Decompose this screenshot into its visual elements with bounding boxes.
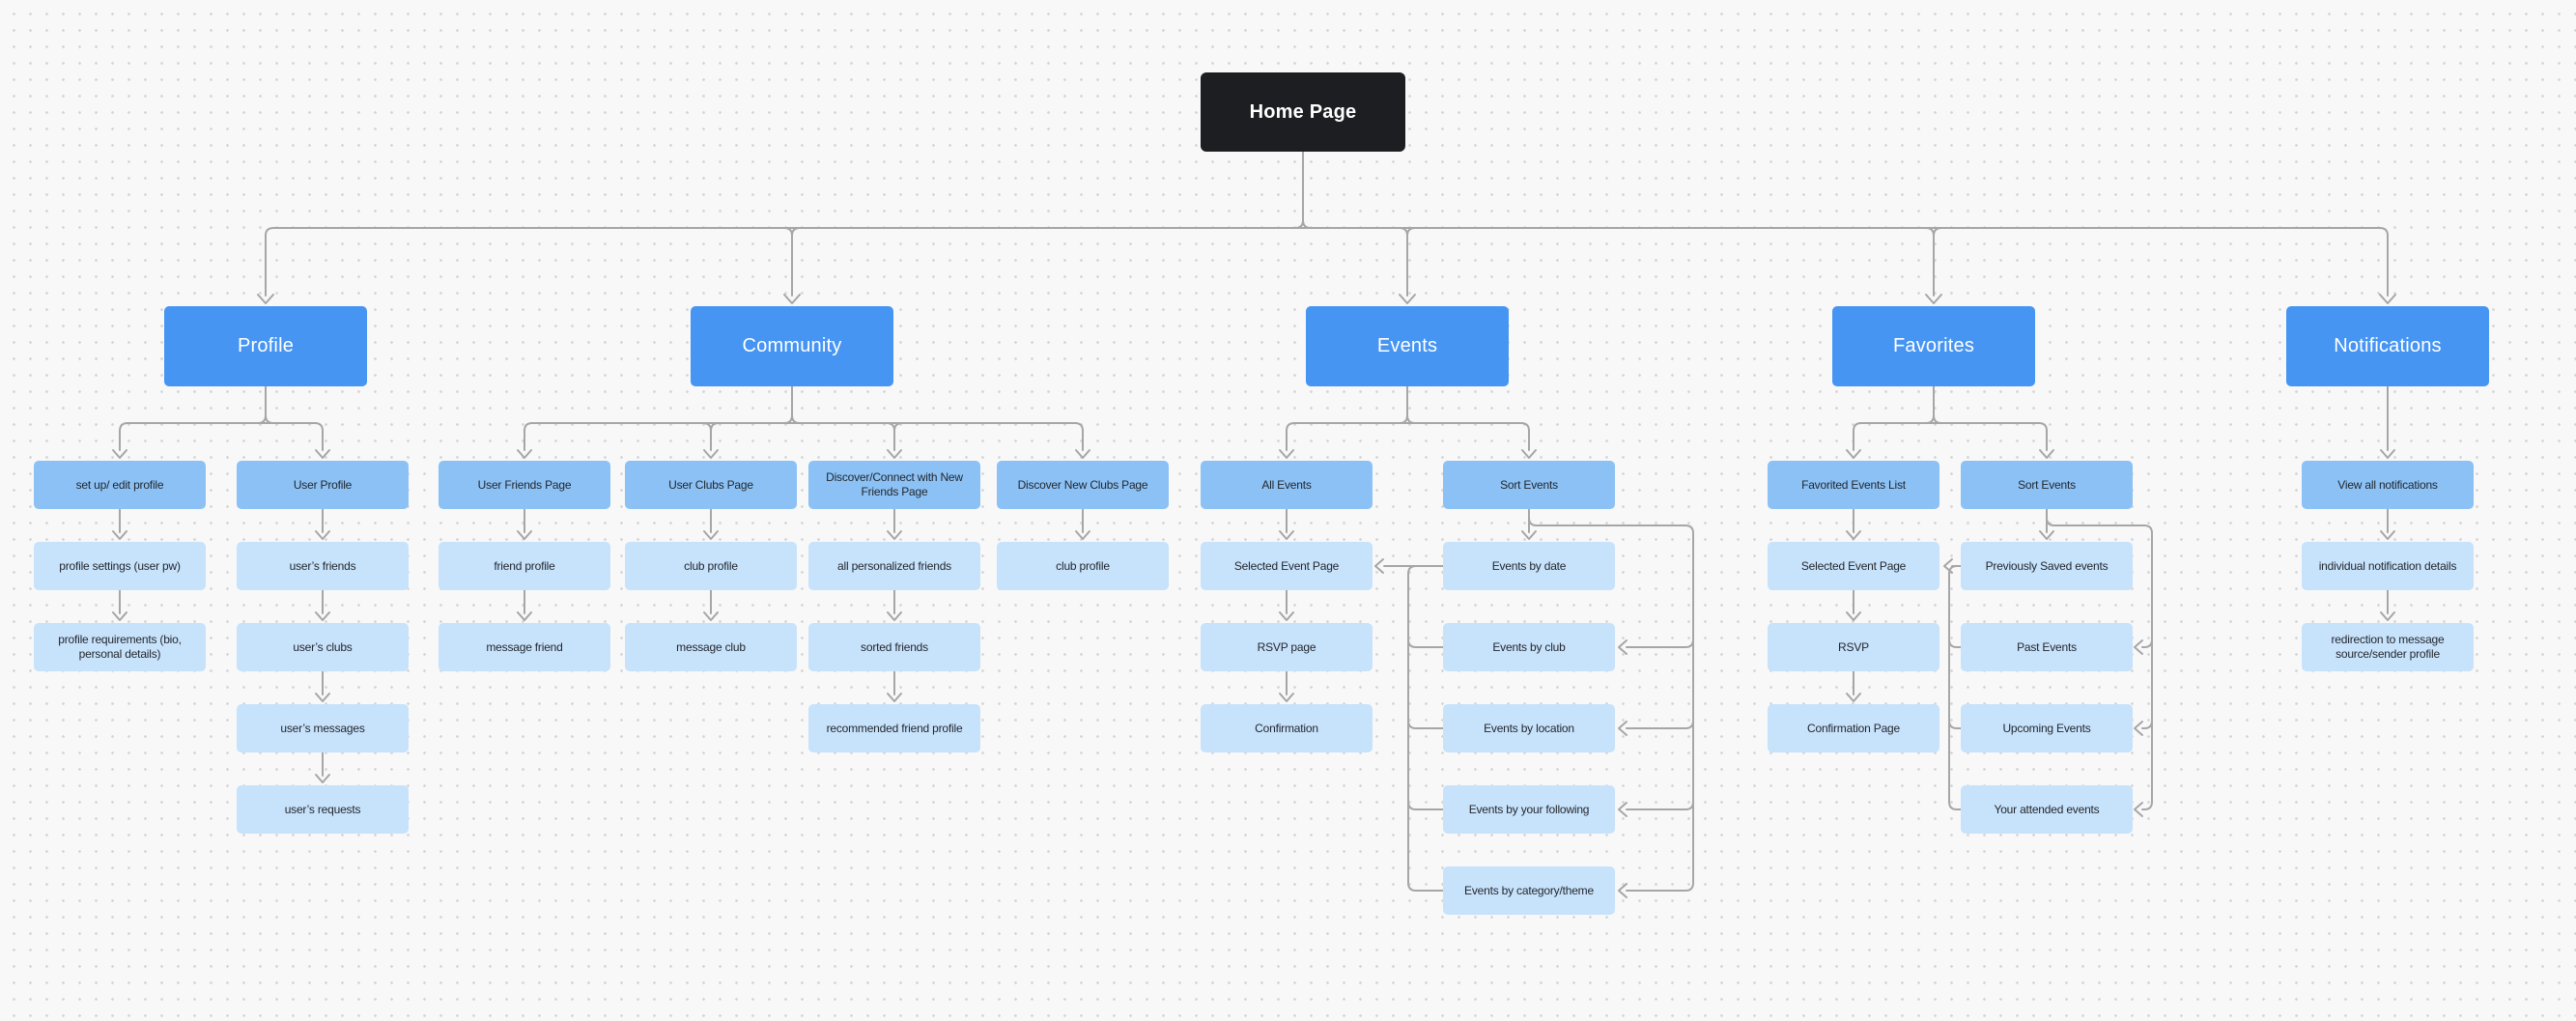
node-profile-requirements[interactable]: profile requirements (bio, personal deta… (34, 623, 206, 671)
node-selected-event-page[interactable]: Selected Event Page (1201, 542, 1373, 590)
node-users-clubs[interactable]: user’s clubs (237, 623, 409, 671)
node-events-by-club[interactable]: Events by club (1443, 623, 1615, 671)
branch-community[interactable]: Community (691, 306, 893, 386)
node-past-events[interactable]: Past Events (1961, 623, 2133, 671)
node-sorted-friends[interactable]: sorted friends (808, 623, 980, 671)
node-your-attended-events[interactable]: Your attended events (1961, 785, 2133, 834)
node-all-personalized-friends[interactable]: all personalized friends (808, 542, 980, 590)
node-club-profile[interactable]: club profile (625, 542, 797, 590)
node-confirmation-page[interactable]: Confirmation Page (1768, 704, 1939, 752)
branch-profile[interactable]: Profile (164, 306, 367, 386)
node-recommended-friend-profile[interactable]: recommended friend profile (808, 704, 980, 752)
node-events-by-date[interactable]: Events by date (1443, 542, 1615, 590)
node-view-all-notifications[interactable]: View all notifications (2302, 461, 2474, 509)
node-users-friends[interactable]: user’s friends (237, 542, 409, 590)
node-events-by-location[interactable]: Events by location (1443, 704, 1615, 752)
branch-notifications[interactable]: Notifications (2286, 306, 2489, 386)
node-individual-notification-details[interactable]: individual notification details (2302, 542, 2474, 590)
node-message-club[interactable]: message club (625, 623, 797, 671)
node-users-requests[interactable]: user’s requests (237, 785, 409, 834)
node-selected-event-page-favorites[interactable]: Selected Event Page (1768, 542, 1939, 590)
node-users-messages[interactable]: user’s messages (237, 704, 409, 752)
node-set-up-edit-profile[interactable]: set up/ edit profile (34, 461, 206, 509)
node-user-clubs-page[interactable]: User Clubs Page (625, 461, 797, 509)
node-friend-profile[interactable]: friend profile (439, 542, 610, 590)
node-events-by-category-theme[interactable]: Events by category/theme (1443, 866, 1615, 915)
node-home-page[interactable]: Home Page (1201, 72, 1405, 152)
node-redirection-message-source[interactable]: redirection to message source/sender pro… (2302, 623, 2474, 671)
node-previously-saved-events[interactable]: Previously Saved events (1961, 542, 2133, 590)
node-rsvp-page[interactable]: RSVP page (1201, 623, 1373, 671)
node-discover-connect-new-friends-page[interactable]: Discover/Connect with New Friends Page (808, 461, 980, 509)
node-user-profile[interactable]: User Profile (237, 461, 409, 509)
branch-favorites[interactable]: Favorites (1832, 306, 2035, 386)
node-all-events[interactable]: All Events (1201, 461, 1373, 509)
node-discover-new-clubs-page[interactable]: Discover New Clubs Page (997, 461, 1169, 509)
node-confirmation[interactable]: Confirmation (1201, 704, 1373, 752)
node-profile-settings[interactable]: profile settings (user pw) (34, 542, 206, 590)
node-rsvp[interactable]: RSVP (1768, 623, 1939, 671)
branch-events[interactable]: Events (1306, 306, 1509, 386)
node-upcoming-events[interactable]: Upcoming Events (1961, 704, 2133, 752)
node-sort-events-favorites[interactable]: Sort Events (1961, 461, 2133, 509)
node-favorited-events-list[interactable]: Favorited Events List (1768, 461, 1939, 509)
node-events-by-your-following[interactable]: Events by your following (1443, 785, 1615, 834)
node-user-friends-page[interactable]: User Friends Page (439, 461, 610, 509)
node-message-friend[interactable]: message friend (439, 623, 610, 671)
node-sort-events[interactable]: Sort Events (1443, 461, 1615, 509)
node-club-profile-discover[interactable]: club profile (997, 542, 1169, 590)
